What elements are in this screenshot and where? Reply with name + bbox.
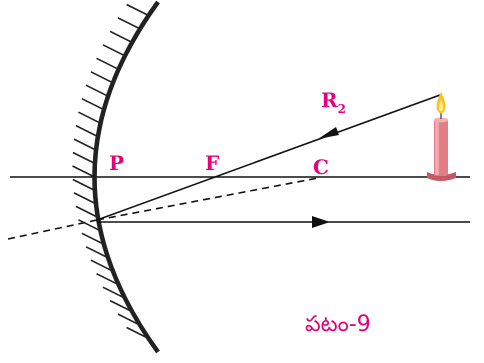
hatch-mark [109, 299, 133, 313]
label-focus: F [205, 151, 219, 175]
hatch-mark [126, 3, 149, 17]
figure-caption: పటం-9 [305, 312, 371, 337]
hatch-mark [78, 219, 101, 232]
hatch-mark [81, 232, 105, 246]
hatch-mark [73, 192, 97, 205]
hatch-mark [109, 30, 133, 44]
ray-letter: R [321, 88, 338, 112]
incident-ray-r2 [96, 94, 441, 221]
hatch-mark [90, 259, 114, 272]
ray-extension-dashed [7, 219, 98, 240]
reflected-ray-arrow [312, 216, 330, 228]
hatch-mark [90, 71, 114, 84]
label-ray-r2: R2 [321, 88, 346, 116]
candle-icon [427, 92, 456, 181]
hatch-mark [96, 272, 119, 286]
label-pole: P [109, 151, 124, 175]
concave-mirror [92, 0, 160, 354]
hatch-mark [102, 286, 126, 299]
incident-ray-arrow [318, 127, 339, 139]
hatch-mark [85, 246, 109, 259]
hatch-mark [75, 124, 99, 138]
hatch-mark [81, 97, 105, 111]
hatch-mark [73, 138, 97, 151]
hatch-mark [102, 44, 126, 57]
hatch-mark [72, 151, 96, 165]
mirror-hatching [72, 3, 149, 340]
hatch-mark [72, 178, 96, 192]
hatch-mark [96, 57, 119, 71]
dashed-line-to-centre [96, 177, 319, 221]
ray-subscript: 2 [338, 102, 346, 116]
hatch-mark [117, 17, 141, 30]
label-centre: C [313, 155, 329, 179]
hatch-mark [75, 205, 99, 219]
hatch-mark [85, 84, 109, 97]
hatch-mark [72, 165, 95, 178]
hatch-mark [78, 111, 101, 124]
